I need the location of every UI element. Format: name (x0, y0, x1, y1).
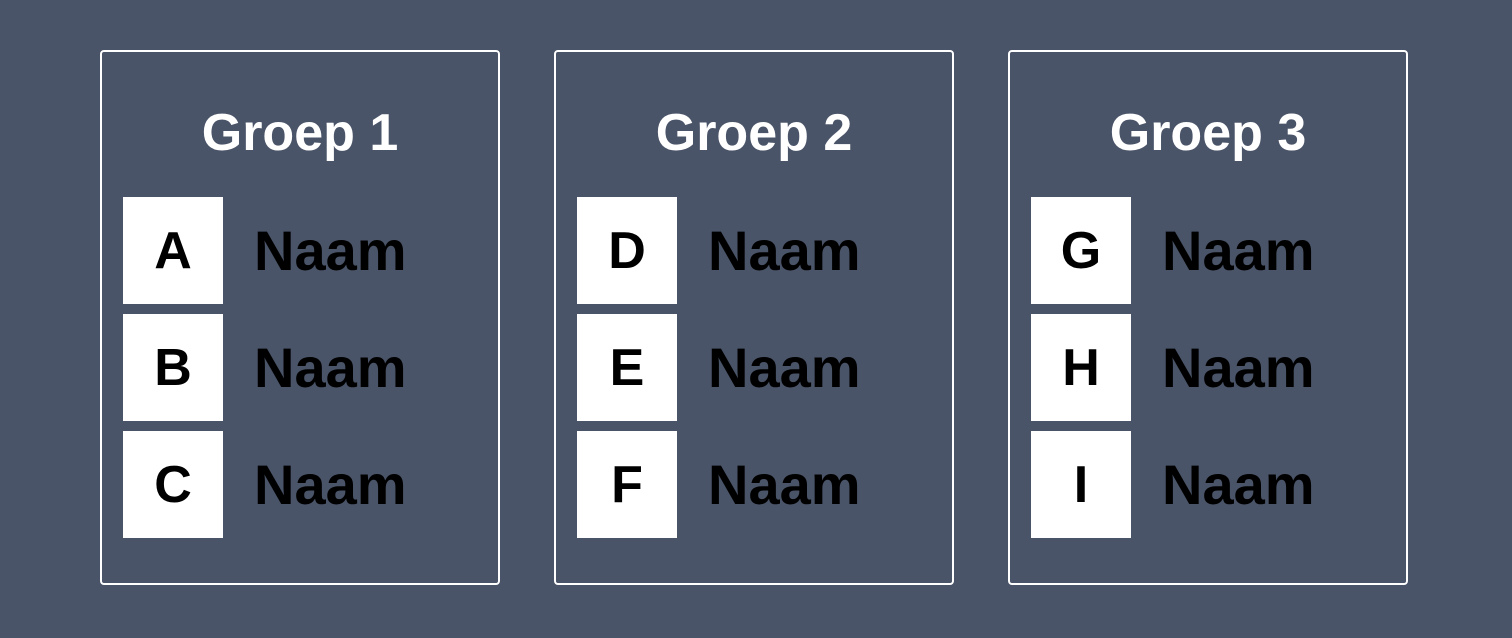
member-name: Naam (254, 336, 407, 399)
member-name: Naam (254, 219, 407, 282)
member-name: Naam (1162, 219, 1315, 282)
member-letter-box: A (123, 197, 223, 304)
group-card-2: Groep 2 D Naam E Naam F Naam (554, 50, 954, 585)
member-name: Naam (708, 336, 861, 399)
group-title: Groep 1 (201, 104, 399, 162)
member-row: C Naam (123, 431, 483, 538)
member-letter-box: D (577, 197, 677, 304)
member-row: F Naam (577, 431, 937, 538)
member-letter-box: C (123, 431, 223, 538)
member-letter-box: E (577, 314, 677, 421)
member-name: Naam (708, 453, 861, 516)
member-row: B Naam (123, 314, 483, 421)
group-title: Groep 2 (655, 104, 853, 162)
member-letter-box: G (1031, 197, 1131, 304)
member-letter-box: B (123, 314, 223, 421)
member-letter-box: I (1031, 431, 1131, 538)
member-name: Naam (1162, 453, 1315, 516)
member-row: E Naam (577, 314, 937, 421)
group-card-1: Groep 1 A Naam B Naam C Naam (100, 50, 500, 585)
member-name: Naam (708, 219, 861, 282)
member-row: A Naam (123, 197, 483, 304)
group-card-3: Groep 3 G Naam H Naam I Naam (1008, 50, 1408, 585)
member-row: D Naam (577, 197, 937, 304)
member-name: Naam (1162, 336, 1315, 399)
member-letter-box: H (1031, 314, 1131, 421)
member-row: I Naam (1031, 431, 1391, 538)
member-row: G Naam (1031, 197, 1391, 304)
member-row: H Naam (1031, 314, 1391, 421)
group-title: Groep 3 (1109, 104, 1307, 162)
member-letter-box: F (577, 431, 677, 538)
member-name: Naam (254, 453, 407, 516)
